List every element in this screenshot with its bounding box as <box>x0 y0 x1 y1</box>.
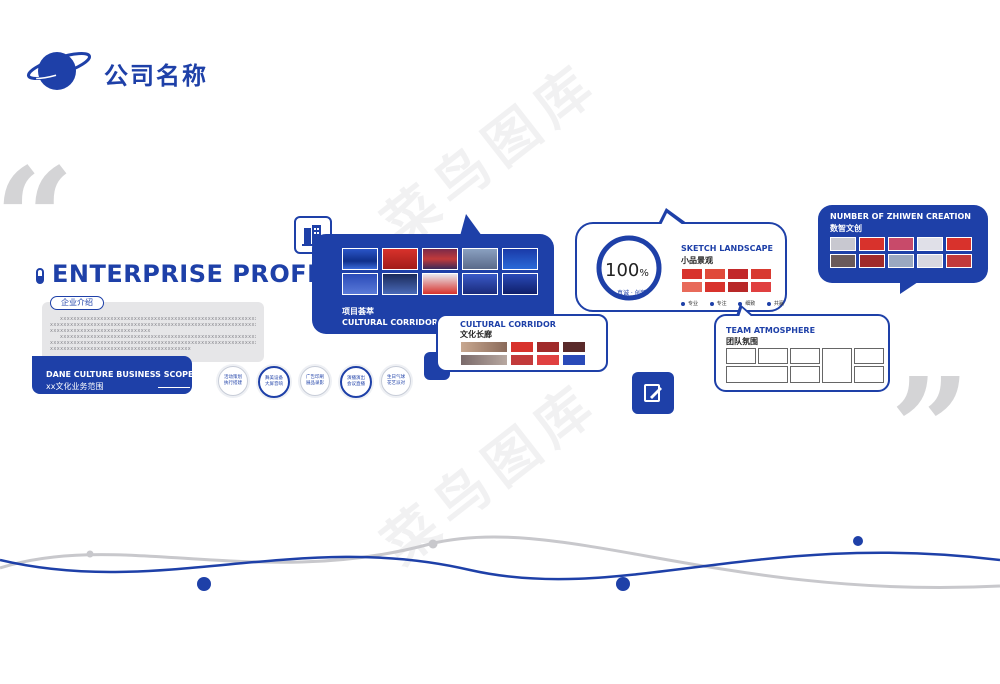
photo <box>462 248 498 270</box>
photo <box>917 237 943 251</box>
close-quote-icon: ” <box>890 348 971 512</box>
corridor-small-cn: 文化长廊 <box>460 330 492 339</box>
company-name: 公司名称 <box>104 62 208 90</box>
intro-line: xxxxxxxxxxxxxxxxxxxxxxxxxxxxxxxxxxxxxxxx… <box>60 334 256 340</box>
intro-line: xxxxxxxxxxxxxxxxxxxxxxxxxxxxxxxxxxxxxxxx… <box>60 316 256 322</box>
photo <box>888 254 914 268</box>
scope-item: 活动策划 执行搭建 <box>218 366 248 396</box>
team-atmosphere-panel: TEAM ATMOSPHERE 团队氛围 <box>714 314 890 392</box>
photo <box>422 273 458 295</box>
corridor-label-en: CULTURAL CORRIDOR <box>342 318 438 327</box>
team-title-en: TEAM ATMOSPHERE <box>726 326 816 335</box>
corridor-small-en: CULTURAL CORRIDOR <box>460 320 556 329</box>
photo <box>510 354 534 366</box>
intro-tag: 企业介绍 <box>50 296 104 310</box>
title-marker-icon <box>36 268 44 284</box>
open-quote-icon: “ <box>0 138 75 302</box>
photo <box>859 254 885 268</box>
photo <box>422 248 458 270</box>
arrow-icon <box>158 387 190 388</box>
photo <box>536 354 560 366</box>
photo <box>681 268 703 280</box>
speech-tail-icon <box>661 213 683 225</box>
scope-item: 演播演出 会议直播 <box>340 366 372 398</box>
photo <box>562 354 586 366</box>
zhiwen-title-en: NUMBER OF ZHIWEN CREATION <box>830 212 971 221</box>
photo <box>681 281 703 293</box>
corridor-label-cn: 项目荟萃 <box>342 307 374 316</box>
photo <box>859 237 885 251</box>
photo <box>704 268 726 280</box>
sketch-tagline: 真诚 · 创新 <box>617 290 647 297</box>
photo <box>946 237 972 251</box>
photo <box>750 268 772 280</box>
progress-ring <box>596 235 662 301</box>
photo <box>342 248 378 270</box>
photo <box>704 281 726 293</box>
photo-placeholder <box>854 348 884 364</box>
scope-subtitle: xx文化业务范围 <box>46 382 104 391</box>
photo <box>946 254 972 268</box>
photo-placeholder <box>726 348 756 364</box>
photo <box>727 268 749 280</box>
photo <box>510 341 534 353</box>
project-corridor-panel: 项目荟萃 CULTURAL CORRIDOR <box>312 234 554 334</box>
photo-placeholder <box>758 348 788 364</box>
watermark: 菜鸟图库 <box>370 49 612 258</box>
intro-line: xxxxxxxxxxxxxxxxxxxxxxxxxxxxxxxxxxxxxxxx… <box>50 340 256 346</box>
sketch-legend: 专业 专注 细致 共赢 <box>681 300 784 307</box>
percent-value: 100% <box>605 260 649 281</box>
photo <box>342 273 378 295</box>
photo <box>562 341 586 353</box>
intro-line: xxxxxxxxxxxxxxxxxxxxxxxxxxxxxxxxxxxxxxxx… <box>50 346 192 352</box>
photo <box>888 237 914 251</box>
wave-decoration <box>0 535 1000 591</box>
photo-placeholder <box>790 366 820 383</box>
photo <box>382 273 418 295</box>
photo <box>460 354 508 366</box>
sketch-title-en: SKETCH LANDSCAPE <box>681 244 774 253</box>
photo <box>727 281 749 293</box>
scope-title: DANE CULTURE BUSINESS SCOPE <box>46 370 194 379</box>
speech-tail-icon <box>900 282 920 294</box>
photo <box>830 254 856 268</box>
zhiwen-title-cn: 数智文创 <box>830 224 862 233</box>
photo-placeholder <box>854 366 884 383</box>
company-logo-icon <box>24 44 94 94</box>
photo <box>462 273 498 295</box>
photo <box>460 341 508 353</box>
photo <box>382 248 418 270</box>
team-title-cn: 团队氛围 <box>726 337 758 346</box>
business-scope-banner: DANE CULTURE BUSINESS SCOPE xx文化业务范围 <box>32 356 194 394</box>
scope-item: 舞美设备 大屏音响 <box>258 366 290 398</box>
sketch-title-cn: 小品景观 <box>681 256 713 265</box>
speech-tail-icon <box>460 214 482 236</box>
sketch-landscape-panel: 100% 真诚 · 创新 SKETCH LANDSCAPE 小品景观 专业 专注… <box>575 222 787 312</box>
photo <box>917 254 943 268</box>
photo <box>536 341 560 353</box>
photo <box>502 248 538 270</box>
intro-line: xxxxxxxxxxxxxxxxxxxxxxxxxxxxxxxxxxxxxxxx… <box>50 322 256 328</box>
profile-title: ENTERPRISE PROFILE <box>52 260 350 288</box>
speech-tail-icon <box>739 308 752 317</box>
photo <box>502 273 538 295</box>
zhiwen-creation-panel: NUMBER OF ZHIWEN CREATION 数智文创 <box>818 205 988 283</box>
intro-box: xxxxxxxxxxxxxxxxxxxxxxxxxxxxxxxxxxxxxxxx… <box>42 302 264 362</box>
intro-line: xxxxxxxxxxxxxxxxxxxxxxxxxxxxxx <box>50 328 151 334</box>
photo-placeholder <box>790 348 820 364</box>
scope-item: 生日气球 花艺派对 <box>381 366 411 396</box>
photo-placeholder <box>726 366 788 383</box>
photo <box>830 237 856 251</box>
photo <box>750 281 772 293</box>
culture-corridor-panel: CULTURAL CORRIDOR 文化长廊 <box>436 314 608 372</box>
photo-placeholder <box>822 348 852 383</box>
edit-icon <box>632 372 674 414</box>
scope-item: 广告印刷 展品录影 <box>300 366 330 396</box>
